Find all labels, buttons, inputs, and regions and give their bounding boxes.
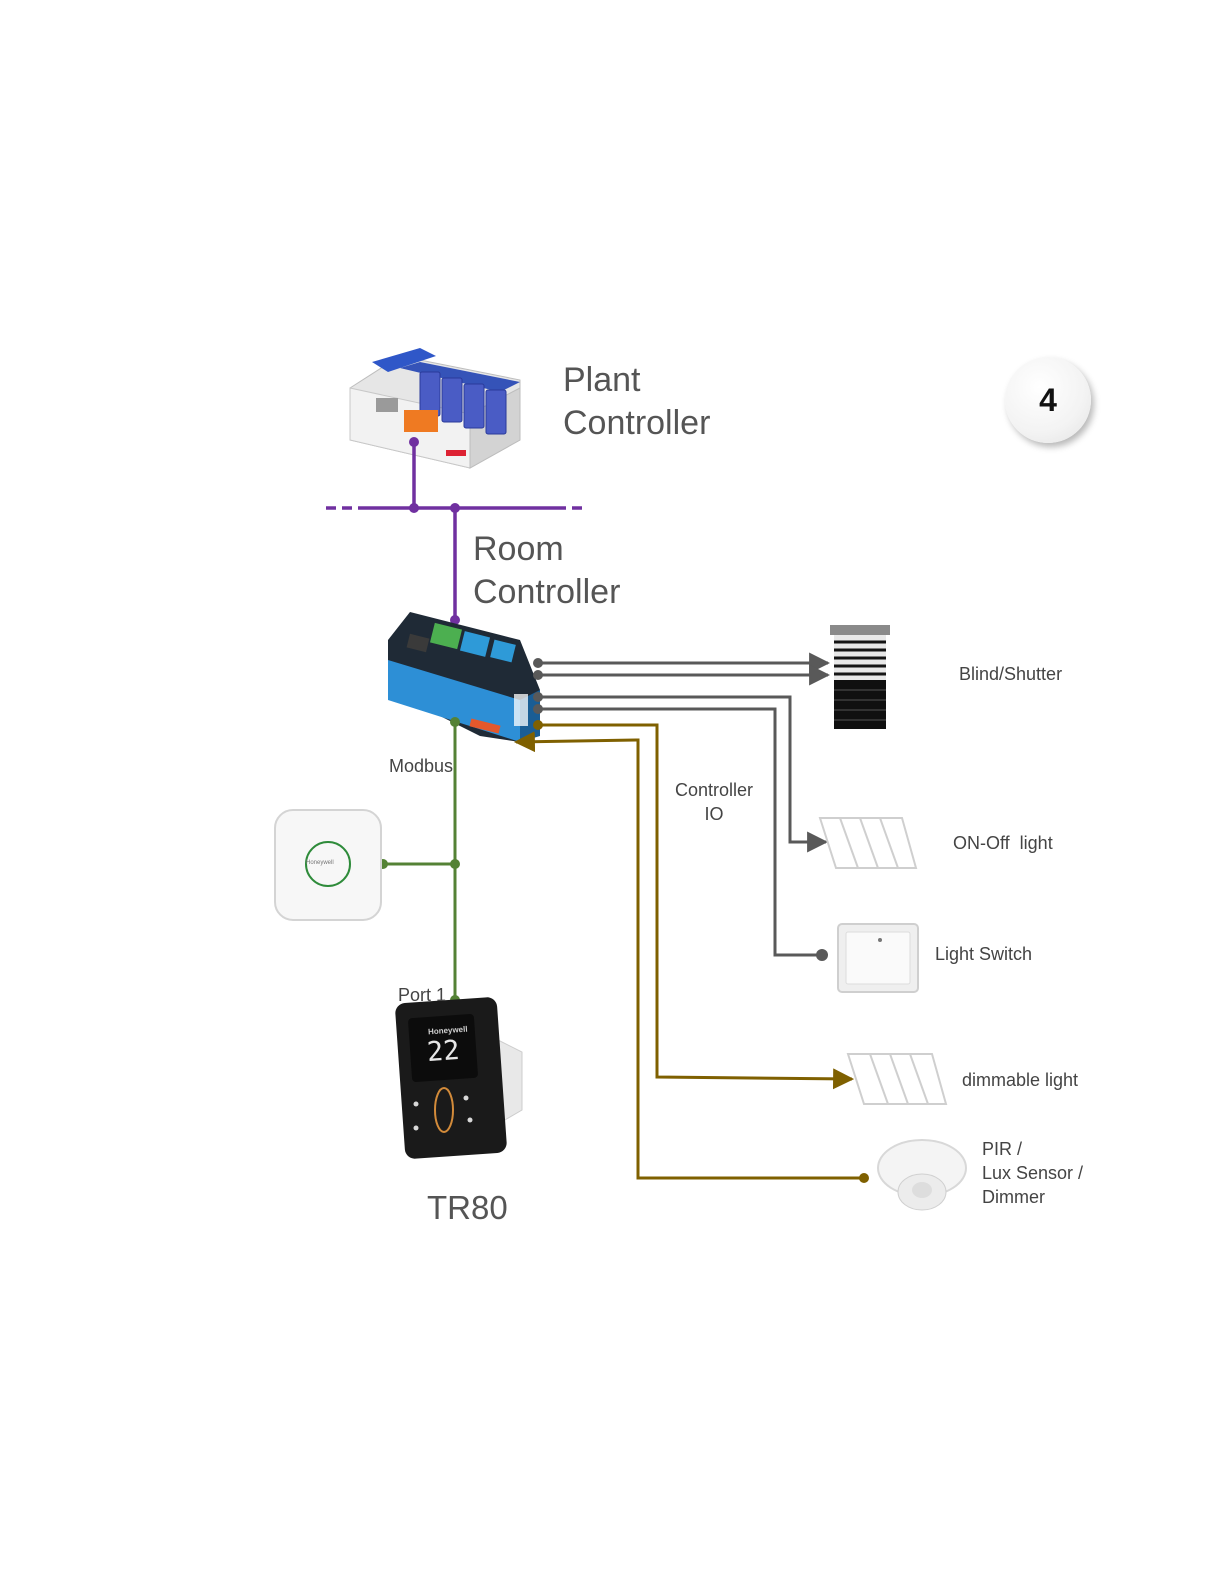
port1-label: Port 1 xyxy=(398,983,446,1007)
pir-label-line3: Dimmer xyxy=(982,1185,1083,1209)
pir-label-line1: PIR / xyxy=(982,1137,1083,1161)
tr80-label: TR80 xyxy=(427,1188,508,1228)
pir-label: PIR / Lux Sensor / Dimmer xyxy=(982,1137,1083,1209)
modbus-label: Modbus xyxy=(389,754,453,778)
step-badge: 4 xyxy=(1005,357,1091,443)
room-controller-label-line1: Room xyxy=(473,528,620,571)
pir-sensor-device xyxy=(878,1140,966,1210)
plant-controller-label-line1: Plant xyxy=(563,359,710,402)
onoff-light-panel xyxy=(820,818,916,868)
light-switch-device xyxy=(838,924,918,992)
tr80-thermostat-device xyxy=(395,997,522,1160)
controller-io-label-line1: Controller xyxy=(660,778,768,802)
pir-label-line2: Lux Sensor / xyxy=(982,1161,1083,1185)
room-controller-label: Room Controller xyxy=(473,528,620,614)
blind-shutter-label: Blind/Shutter xyxy=(959,662,1062,686)
controller-io-label-line2: IO xyxy=(660,802,768,826)
plant-controller-device xyxy=(350,348,520,468)
onoff-light-label: ON-Off light xyxy=(953,831,1053,855)
controller-io-label: Controller IO xyxy=(660,778,768,826)
plant-controller-label: Plant Controller xyxy=(563,359,710,445)
dimmable-light-label: dimmable light xyxy=(962,1068,1078,1092)
dimmable-light-panel xyxy=(848,1054,946,1104)
blind-shutter-device xyxy=(830,625,890,729)
room-controller-label-line2: Controller xyxy=(473,571,620,614)
sensor-brand-label: Honeywell xyxy=(306,859,334,867)
room-controller-device xyxy=(388,612,540,742)
tr80-display-value: 22 xyxy=(426,1035,461,1069)
light-switch-label: Light Switch xyxy=(935,942,1032,966)
bus-junctions xyxy=(409,437,460,625)
plant-controller-label-line2: Controller xyxy=(563,402,710,445)
